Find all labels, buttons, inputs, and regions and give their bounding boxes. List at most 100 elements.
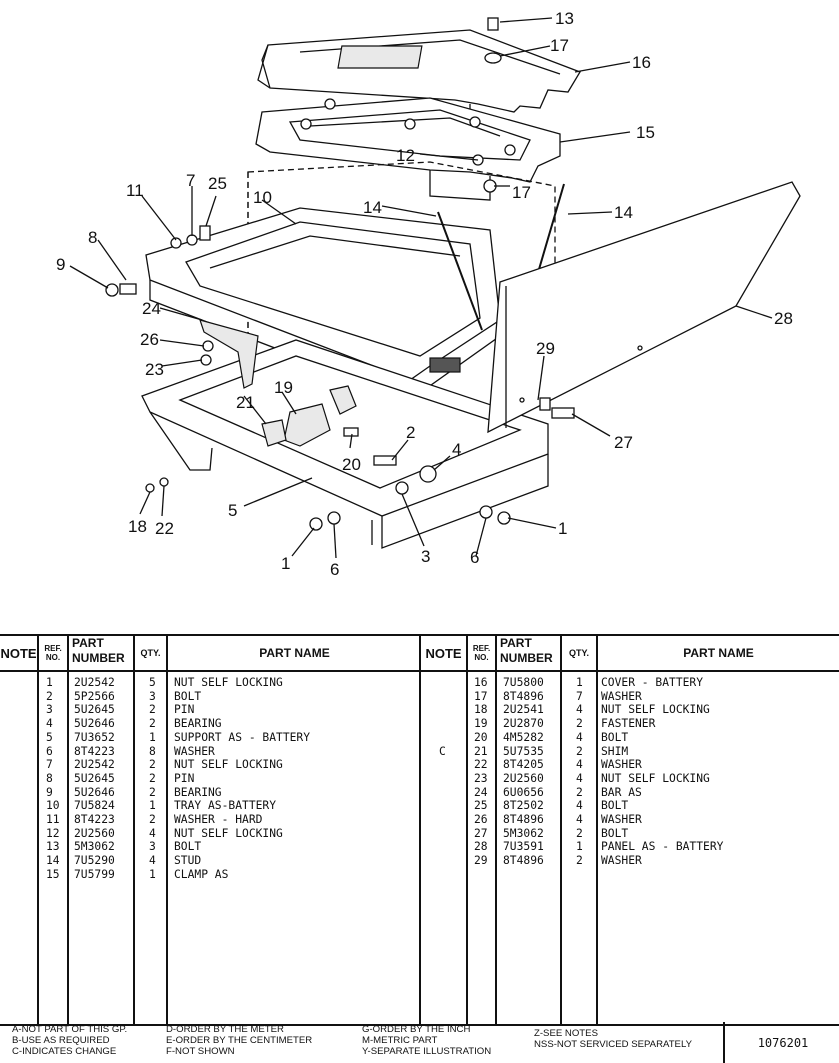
ref-no-cell: 28 <box>474 840 488 854</box>
part-number-cell: 5U7535 <box>503 744 544 758</box>
callout-label: 10 <box>253 188 272 207</box>
part-name-cell: SUPPORT AS - BATTERY <box>174 730 311 744</box>
header-part-line1: PART <box>72 636 104 650</box>
part-name-cell: BAR AS <box>601 785 642 799</box>
battery-cover <box>257 29 581 115</box>
part-number-cell: 8T4223 <box>74 744 115 758</box>
ref-no-cell: 1 <box>46 676 53 689</box>
part-name-cell: TRAY AS-BATTERY <box>174 799 277 813</box>
parts-list-left: NOTE REF. NO. PART NUMBER QTY. PART NAME… <box>0 636 421 1024</box>
qty-cell: 1 <box>149 799 156 813</box>
ref-no-cell: 14 <box>46 854 60 868</box>
part-number-cell: 5U2645 <box>74 703 115 717</box>
callout-label: 2 <box>406 423 415 442</box>
callout-label: 7 <box>186 171 195 190</box>
callout-label: 6 <box>330 560 339 579</box>
bar-assembly <box>199 319 259 389</box>
part-name-cell: BOLT <box>601 730 629 744</box>
callout-label: 15 <box>636 123 655 142</box>
part-number-cell: 2U2541 <box>503 703 544 717</box>
header-ref-line1: REF. <box>44 644 62 653</box>
qty-cell: 3 <box>149 689 156 703</box>
part-name-cell: PIN <box>174 703 195 717</box>
battery-panel <box>487 181 801 434</box>
part-name-cell: BOLT <box>174 840 202 854</box>
callout-label: 8 <box>88 228 97 247</box>
part-name-cell: WASHER <box>601 813 642 826</box>
part-number-cell: 2U2560 <box>74 826 115 840</box>
qty-cell: 7 <box>576 689 583 703</box>
part-number-cell: 7U5824 <box>74 799 115 813</box>
part-name-cell: BOLT <box>601 799 629 813</box>
callout-label: 23 <box>145 360 164 379</box>
ref-no-cell: 16 <box>474 676 488 689</box>
part-number-cell: 8T4896 <box>503 689 544 703</box>
part-name-cell: NUT SELF LOCKING <box>174 826 283 840</box>
header-note: NOTE <box>0 636 39 670</box>
ref-no-cell: 19 <box>474 717 488 731</box>
header-ref-line2: NO. <box>474 653 489 662</box>
legend-note: G-ORDER BY THE INCH <box>362 1024 471 1035</box>
part-name-cell: WASHER <box>174 744 215 758</box>
legend-note: A-NOT PART OF THIS GP. <box>12 1024 128 1035</box>
header-part-number: PART NUMBER <box>497 636 562 670</box>
qty-cell: 3 <box>149 840 156 854</box>
qty-cell: 4 <box>576 730 583 744</box>
callout-label: 4 <box>452 440 461 459</box>
ref-no-cell: 4 <box>46 717 53 731</box>
part-name-cell: NUT SELF LOCKING <box>174 676 283 689</box>
header-part-line2: NUMBER <box>500 651 553 665</box>
qty-cell: 2 <box>576 854 583 868</box>
fastener <box>329 385 357 415</box>
legend-note: B-USE AS REQUIRED <box>12 1035 110 1046</box>
part-number-cell: 2U2542 <box>74 676 115 689</box>
legend-col-1: A-NOT PART OF THIS GP. B-USE AS REQUIRED… <box>12 1024 127 1057</box>
battery-tray <box>145 207 501 401</box>
qty-cell: 4 <box>576 771 583 785</box>
ref-no-cell: 21 <box>474 744 488 758</box>
legend-note: Y-SEPARATE ILLUSTRATION <box>362 1046 492 1057</box>
part-number-cell: 7U5290 <box>74 854 115 868</box>
ref-no-cell: 3 <box>46 703 53 717</box>
part-name-cell: BOLT <box>601 826 629 840</box>
qty-cell: 4 <box>149 854 156 868</box>
callout-labels: 1 1 2 3 4 5 6 6 7 8 9 10 11 12 13 14 14 … <box>56 9 793 579</box>
legend-note: Z-SEE NOTES <box>534 1028 598 1039</box>
legend-note: E-ORDER BY THE CENTIMETER <box>166 1035 313 1046</box>
qty-cell: 2 <box>576 785 583 799</box>
ref-no-cell: 13 <box>46 840 60 854</box>
qty-cell: 2 <box>149 717 156 731</box>
ref-no-cell: 12 <box>46 826 60 840</box>
part-name-cell: FASTENER <box>601 717 656 731</box>
part-number-cell: 2U2542 <box>74 758 115 772</box>
legend-note: NSS-NOT SERVICED SEPARATELY <box>534 1039 692 1050</box>
part-number-cell: 8T4223 <box>74 813 115 826</box>
ref-no-cell: 5 <box>46 730 53 744</box>
part-number-cell: 7U3591 <box>503 840 544 854</box>
part-number-cell: 6U0656 <box>503 785 544 799</box>
ref-no-cell: 20 <box>474 730 488 744</box>
callout-label: 1 <box>558 519 567 538</box>
qty-cell: 1 <box>576 676 583 689</box>
qty-cell: 2 <box>149 785 156 799</box>
part-name-cell: STUD <box>174 854 202 868</box>
qty-cell: 2 <box>149 758 156 772</box>
parts-list-right: NOTE REF. NO. PART NUMBER QTY. PART NAME… <box>421 636 839 1024</box>
part-name-cell: NUT SELF LOCKING <box>174 758 283 772</box>
part-name-cell: WASHER <box>601 854 642 868</box>
callout-label: 9 <box>56 255 65 274</box>
qty-cell: 5 <box>149 676 156 689</box>
part-name-cell: PIN <box>174 771 195 785</box>
part-number-cell: 5M3062 <box>74 840 115 854</box>
qty-cell: 2 <box>576 717 583 731</box>
legend-col-3: G-ORDER BY THE INCH M-METRIC PART Y-SEPA… <box>362 1024 491 1057</box>
shim <box>261 419 287 447</box>
part-number-cell: 5U2646 <box>74 717 115 731</box>
leader-lines <box>69 17 773 559</box>
callout-label: 17 <box>550 36 569 55</box>
callout-label: 13 <box>555 9 574 28</box>
header-part-line1: PART <box>500 636 532 650</box>
part-name-cell: BEARING <box>174 717 222 731</box>
callout-label: 14 <box>363 198 382 217</box>
part-number-cell: 2U2870 <box>503 717 544 731</box>
